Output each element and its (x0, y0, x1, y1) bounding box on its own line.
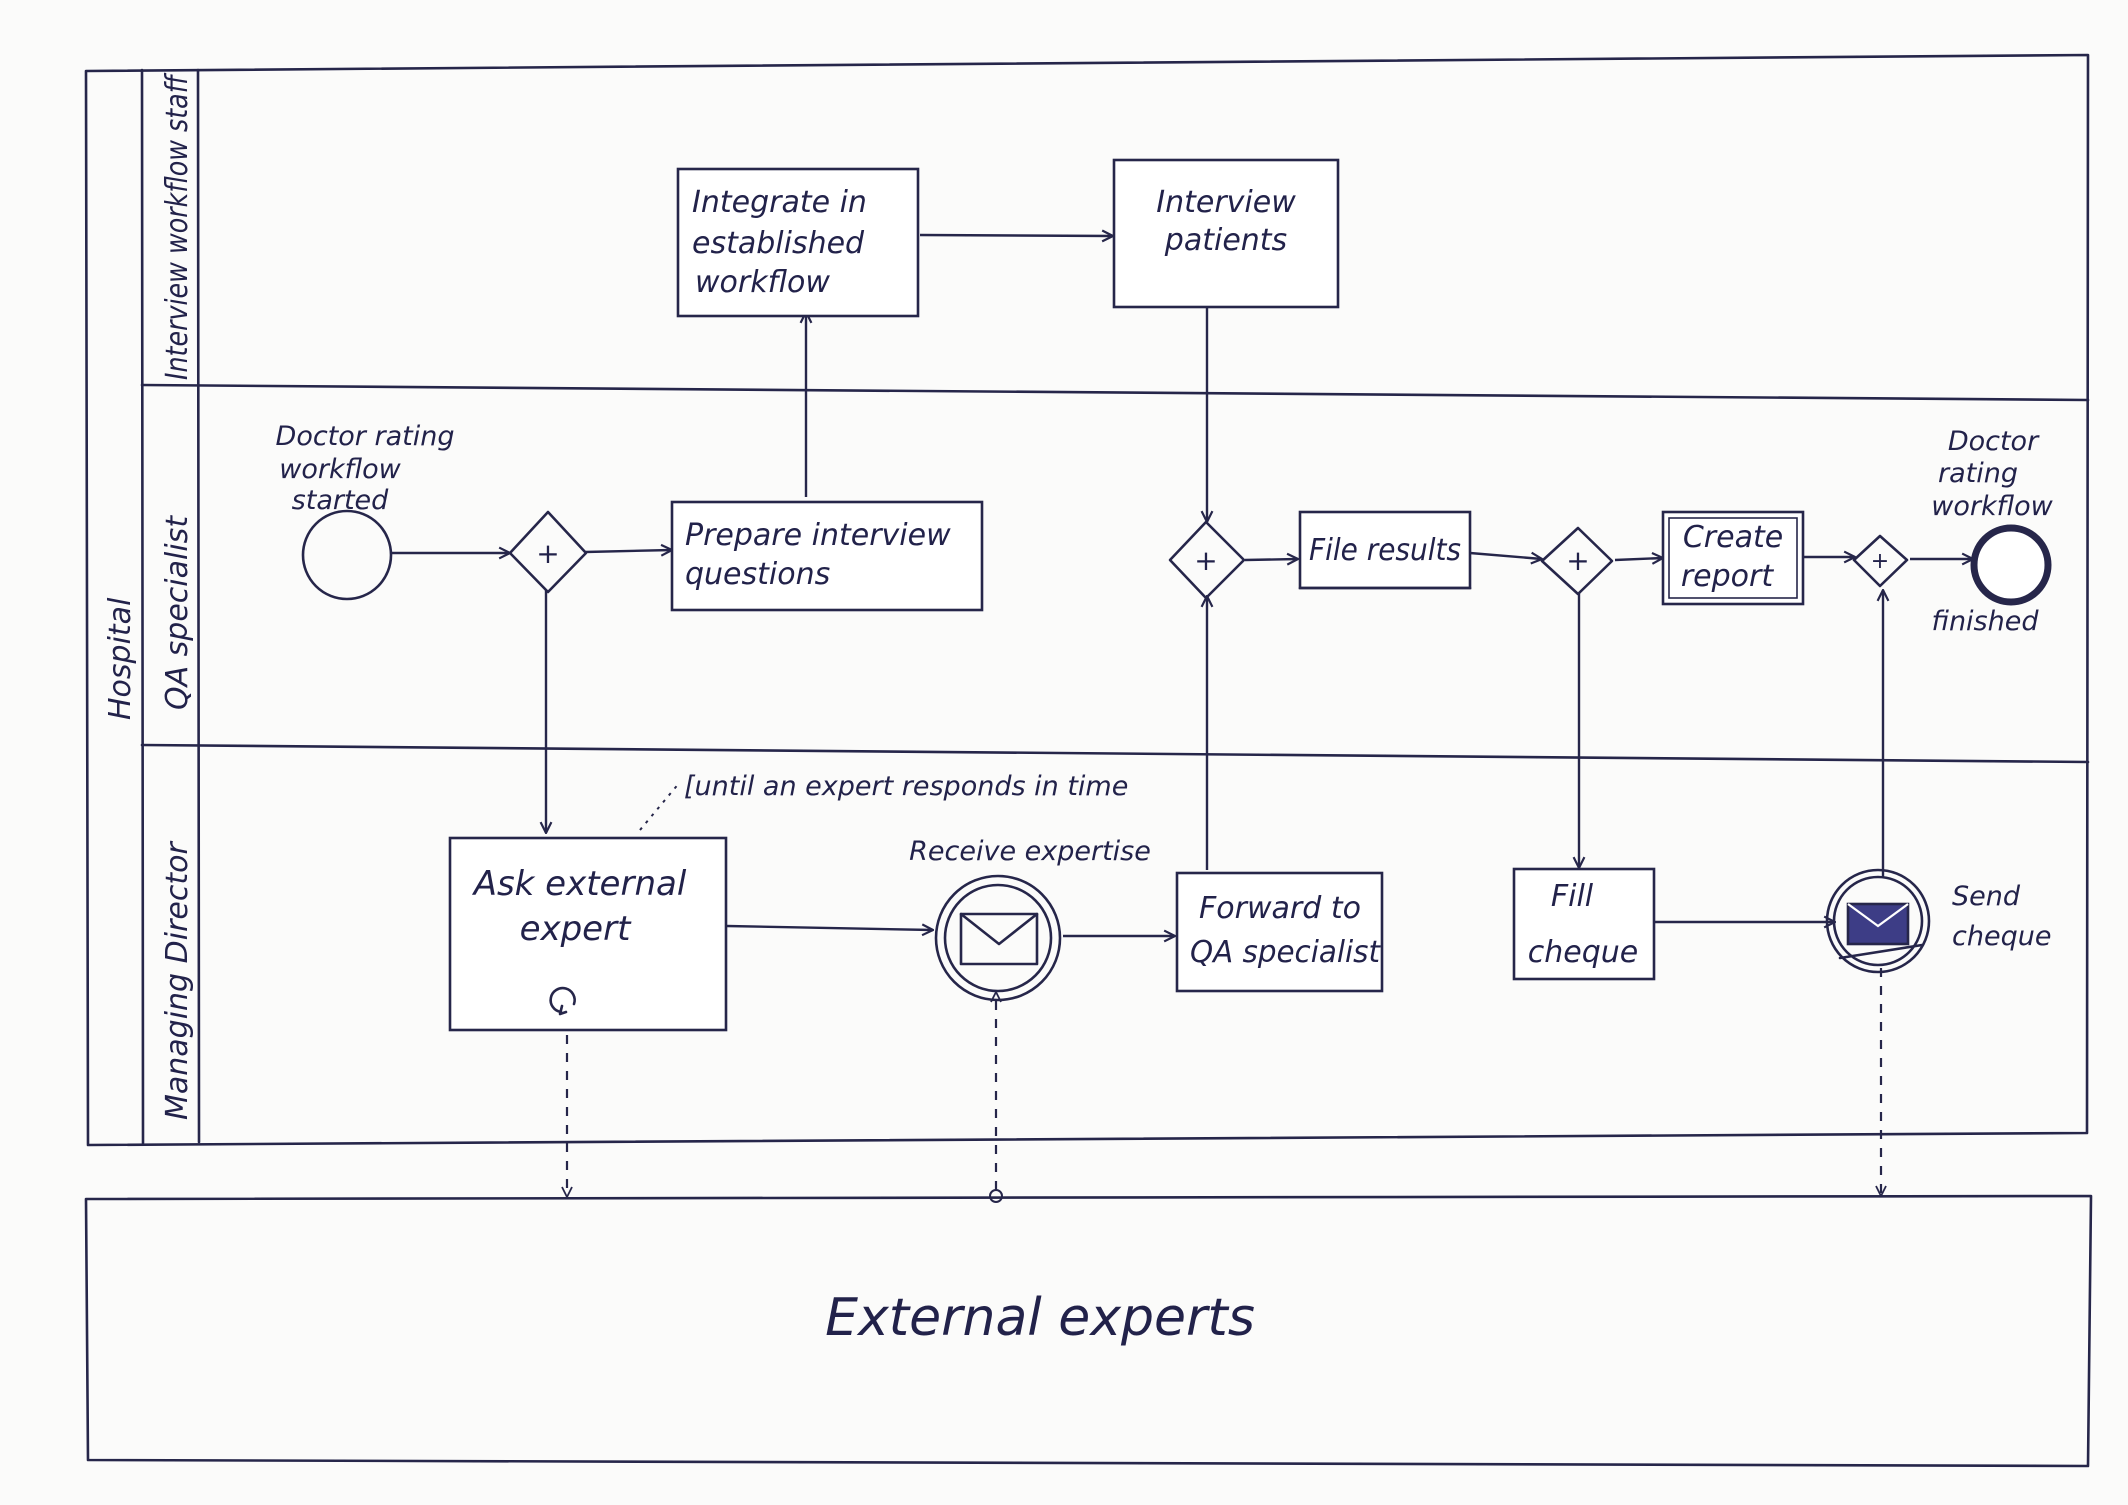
external-experts-pool: External experts (84, 1194, 2093, 1468)
task-fill-line-1: Fill (1551, 879, 1594, 914)
pool-label-external-experts: External experts (825, 1288, 1255, 1348)
hospital-pool: Hospital Interview workflow staff QA spe… (84, 53, 2090, 1147)
flow-gateway2-to-file (1244, 559, 1298, 560)
parallel-gateway-2: + (1168, 520, 1246, 600)
end-event: Doctor rating workflow finished (1931, 426, 2053, 637)
task-integrate-workflow: Integrate in established workflow (676, 167, 920, 318)
task-create-report: Create report (1661, 510, 1805, 606)
flow-ask-to-receive (726, 926, 933, 930)
gateway-3-symbol: + (1566, 544, 1589, 577)
lane-label-managing-director: Managing Director (160, 841, 195, 1120)
start-event: Doctor rating workflow started (276, 421, 455, 601)
lane-label-interview-staff: Interview workflow staff (160, 72, 195, 380)
end-event-label-1: Doctor (1948, 426, 2040, 457)
start-event-label-2: workflow (279, 454, 401, 485)
start-event-label-3: started (292, 485, 389, 516)
gateway-2-symbol: + (1194, 544, 1217, 577)
task-create-line-2: report (1681, 559, 1775, 594)
parallel-gateway-4: + (1852, 534, 1909, 588)
flow-gateway3-to-create (1614, 558, 1663, 560)
task-ask-line-2: expert (520, 909, 633, 949)
parallel-gateway-1: + (508, 510, 588, 594)
task-ask-line-1: Ask external (472, 864, 687, 904)
end-event-label-4: finished (1932, 606, 2040, 637)
end-event-label-2: rating (1938, 458, 2018, 489)
pool-label-hospital: Hospital (103, 597, 138, 720)
task-interview-line-1: Interview (1156, 185, 1296, 220)
task-integrate-line-2: established (692, 226, 865, 261)
gateway-4-symbol: + (1871, 549, 1889, 574)
task-forward-to-qa: Forward to QA specialist (1175, 871, 1384, 993)
lane-label-qa-specialist: QA specialist (160, 515, 195, 710)
task-ask-external-expert: Ask external expert (448, 836, 728, 1032)
task-fill-cheque: Fill cheque (1512, 867, 1656, 981)
end-event-label-3: workflow (1931, 491, 2053, 522)
task-integrate-line-1: Integrate in (692, 185, 867, 220)
loop-condition-text: [until an expert responds in time (684, 771, 1128, 802)
flow-integrate-to-interview (919, 235, 1113, 236)
task-integrate-line-3: workflow (695, 265, 830, 300)
start-event-label-1: Doctor rating (276, 421, 455, 452)
task-file-label: File results (1309, 533, 1461, 568)
task-prepare-line-2: questions (685, 557, 830, 592)
task-interview-line-2: patients (1164, 223, 1287, 258)
envelope-filled-icon (1846, 902, 1910, 946)
task-prepare-questions: Prepare interview questions (670, 500, 984, 612)
task-create-line-1: Create (1683, 520, 1783, 555)
task-file-results: File results (1298, 510, 1472, 590)
message-flows (567, 968, 1881, 1203)
task-prepare-line-1: Prepare interview (685, 518, 951, 553)
send-cheque-event: Send cheque (1825, 868, 2051, 974)
receive-expertise-event: Receive expertise (909, 836, 1151, 1002)
sequence-flows (392, 235, 1973, 936)
receive-expertise-label: Receive expertise (909, 836, 1151, 867)
task-forward-line-1: Forward to (1199, 891, 1361, 926)
gateway-1-symbol: + (536, 537, 559, 570)
loop-marker-icon (549, 986, 576, 1016)
envelope-icon (959, 912, 1039, 966)
message-origin-marker (989, 1189, 1003, 1203)
flow-file-to-gateway3 (1469, 553, 1542, 559)
send-cheque-label-2: cheque (1952, 921, 2051, 952)
task-fill-line-2: cheque (1528, 935, 1638, 970)
task-interview-patients: Interview patients (1112, 158, 1340, 309)
parallel-gateway-3: + (1540, 526, 1614, 596)
loop-condition-annotation: [until an expert responds in time (639, 771, 1128, 831)
task-forward-line-2: QA specialist (1190, 935, 1381, 970)
flow-gateway1-to-prepare (584, 550, 672, 552)
send-cheque-label-1: Send (1952, 881, 2021, 912)
